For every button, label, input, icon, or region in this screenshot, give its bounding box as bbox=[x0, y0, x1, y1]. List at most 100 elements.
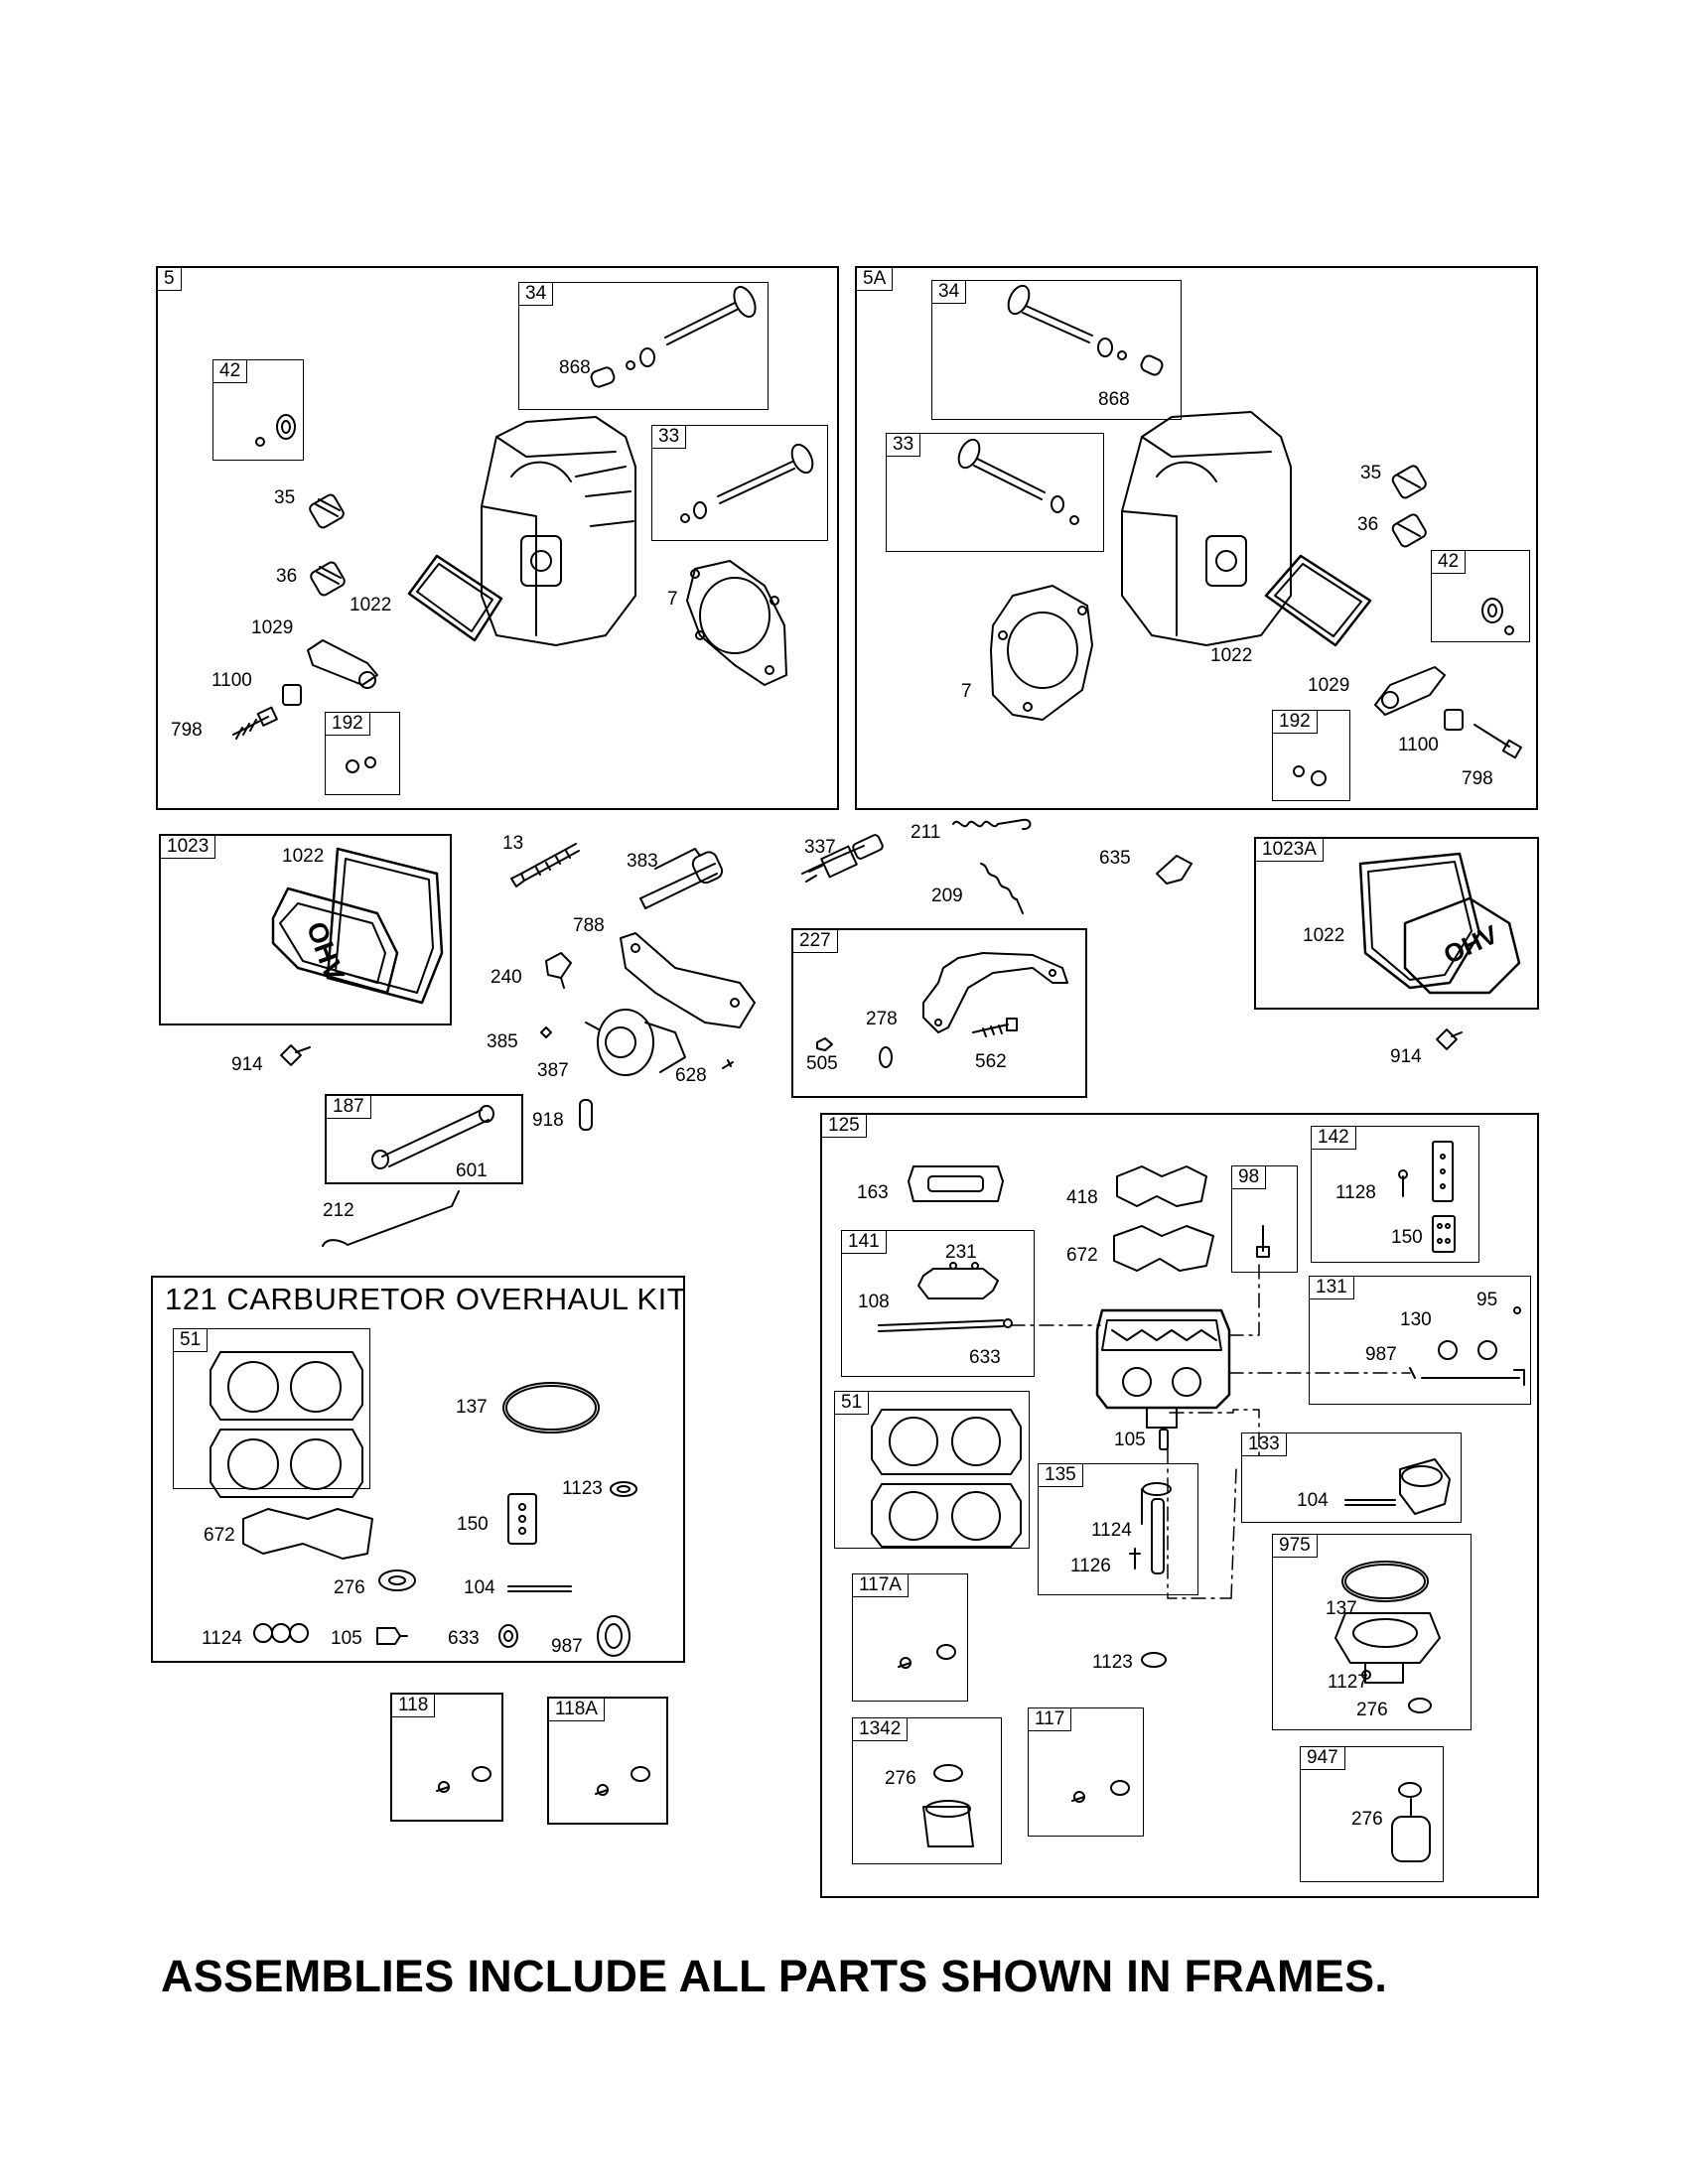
frame-187: 187 bbox=[325, 1094, 523, 1184]
label-276: 276 bbox=[334, 1577, 365, 1598]
screw-icon bbox=[540, 1026, 552, 1038]
label-240: 240 bbox=[491, 967, 522, 988]
governor-spring-icon bbox=[952, 818, 1032, 831]
label-150: 150 bbox=[1391, 1227, 1423, 1248]
frame-tag: 947 bbox=[1300, 1746, 1345, 1770]
carb-kit-title: 121 CARBURETOR OVERHAUL KIT bbox=[165, 1282, 687, 1316]
frame-121-carburetor-kit bbox=[151, 1276, 685, 1663]
label-1126: 1126 bbox=[1070, 1556, 1111, 1576]
footer-note: ASSEMBLIES INCLUDE ALL PARTS SHOWN IN FR… bbox=[161, 1951, 1388, 2001]
label-163: 163 bbox=[857, 1182, 889, 1203]
label-1100: 1100 bbox=[211, 670, 252, 691]
label-212: 212 bbox=[323, 1200, 354, 1221]
frame-118a: 118A bbox=[547, 1697, 668, 1825]
frame-34-left: 34 bbox=[518, 282, 769, 410]
frame-tag: 192 bbox=[1272, 710, 1318, 734]
vacuum-port-icon bbox=[545, 952, 572, 989]
frame-1342: 1342 bbox=[852, 1717, 1002, 1864]
label-633: 633 bbox=[969, 1347, 1001, 1368]
label-1124: 1124 bbox=[1091, 1520, 1132, 1541]
label-914: 914 bbox=[1390, 1046, 1422, 1067]
label-108: 108 bbox=[858, 1292, 890, 1312]
label-635: 635 bbox=[1099, 848, 1131, 869]
label-987: 987 bbox=[1365, 1344, 1397, 1365]
label-633: 633 bbox=[448, 1628, 480, 1649]
frame-tag: 98 bbox=[1231, 1165, 1267, 1189]
frame-133: 133 bbox=[1241, 1433, 1462, 1523]
label-385: 385 bbox=[487, 1031, 518, 1052]
label-36: 36 bbox=[1357, 514, 1379, 535]
label-7: 7 bbox=[961, 681, 972, 702]
label-35: 35 bbox=[274, 487, 296, 508]
label-798: 798 bbox=[171, 720, 203, 741]
frame-33-right: 33 bbox=[886, 433, 1104, 552]
frame-42-left: 42 bbox=[212, 359, 304, 461]
frame-tag: 141 bbox=[841, 1230, 887, 1254]
label-276: 276 bbox=[1356, 1700, 1388, 1720]
frame-98: 98 bbox=[1231, 1165, 1298, 1273]
frame-227: 227 bbox=[791, 928, 1087, 1098]
label-1022: 1022 bbox=[1303, 925, 1345, 946]
label-150: 150 bbox=[457, 1514, 489, 1535]
frame-tag: 118 bbox=[391, 1694, 436, 1717]
label-211: 211 bbox=[911, 822, 941, 843]
label-276: 276 bbox=[1351, 1809, 1383, 1830]
label-95: 95 bbox=[1476, 1290, 1498, 1310]
frame-947: 947 bbox=[1300, 1746, 1444, 1882]
frame-tag: 125 bbox=[821, 1114, 867, 1138]
frame-tag: 135 bbox=[1038, 1463, 1083, 1487]
frame-5a: 5A bbox=[855, 266, 1538, 810]
frame-51-kit: 51 bbox=[173, 1328, 370, 1489]
frame-192-left: 192 bbox=[325, 712, 400, 795]
label-1123: 1123 bbox=[562, 1478, 603, 1499]
frame-1023: 1023 bbox=[159, 834, 452, 1025]
label-104: 104 bbox=[1297, 1490, 1329, 1511]
frame-tag: 1023 bbox=[160, 835, 216, 859]
label-13: 13 bbox=[502, 833, 524, 854]
label-35: 35 bbox=[1360, 463, 1382, 483]
fuel-pump-bracket-icon bbox=[620, 932, 756, 1028]
frame-tag: 975 bbox=[1272, 1534, 1318, 1558]
label-562: 562 bbox=[975, 1051, 1007, 1072]
frame-tag: 1023A bbox=[1255, 838, 1324, 862]
frame-tag: 51 bbox=[834, 1391, 870, 1415]
governor-spring-icon bbox=[980, 863, 1024, 914]
frame-tag: 227 bbox=[792, 929, 838, 953]
label-1100: 1100 bbox=[1398, 735, 1439, 755]
label-387: 387 bbox=[537, 1060, 569, 1081]
frame-tag: 117 bbox=[1028, 1707, 1072, 1731]
label-1022: 1022 bbox=[1210, 645, 1253, 666]
frame-5: 5 bbox=[156, 266, 839, 810]
label-672: 672 bbox=[1066, 1245, 1098, 1266]
frame-tag: 33 bbox=[651, 425, 687, 449]
spark-plug-boot-icon bbox=[1156, 855, 1193, 885]
frame-tag: 131 bbox=[1309, 1276, 1354, 1299]
frame-tag: 187 bbox=[326, 1095, 371, 1119]
frame-1023a: 1023A bbox=[1254, 837, 1539, 1010]
frame-tag: 51 bbox=[173, 1328, 209, 1352]
frame-125: 125 bbox=[820, 1113, 1539, 1898]
frame-tag: 5 bbox=[157, 267, 182, 291]
frame-tag: 5A bbox=[856, 267, 894, 291]
screw-icon bbox=[280, 1044, 311, 1066]
label-209: 209 bbox=[931, 886, 963, 906]
label-1022: 1022 bbox=[282, 846, 325, 867]
frame-142: 142 bbox=[1311, 1126, 1479, 1263]
frame-tag: 34 bbox=[931, 280, 967, 304]
frame-42-right: 42 bbox=[1431, 550, 1530, 642]
label-505: 505 bbox=[806, 1053, 838, 1074]
frame-141: 141 bbox=[841, 1230, 1035, 1377]
fuel-pump-icon bbox=[585, 1009, 686, 1076]
frame-tag: 42 bbox=[212, 359, 248, 383]
frame-tag: 142 bbox=[1311, 1126, 1356, 1150]
frame-33-left: 33 bbox=[651, 425, 828, 541]
label-276: 276 bbox=[885, 1768, 916, 1789]
label-231: 231 bbox=[945, 1242, 977, 1263]
screw-icon bbox=[722, 1059, 734, 1069]
frame-tag: 33 bbox=[886, 433, 921, 457]
frame-tag: 117A bbox=[852, 1573, 909, 1597]
label-788: 788 bbox=[573, 915, 605, 936]
label-278: 278 bbox=[866, 1009, 898, 1029]
label-601: 601 bbox=[456, 1160, 488, 1181]
label-418: 418 bbox=[1066, 1187, 1098, 1208]
